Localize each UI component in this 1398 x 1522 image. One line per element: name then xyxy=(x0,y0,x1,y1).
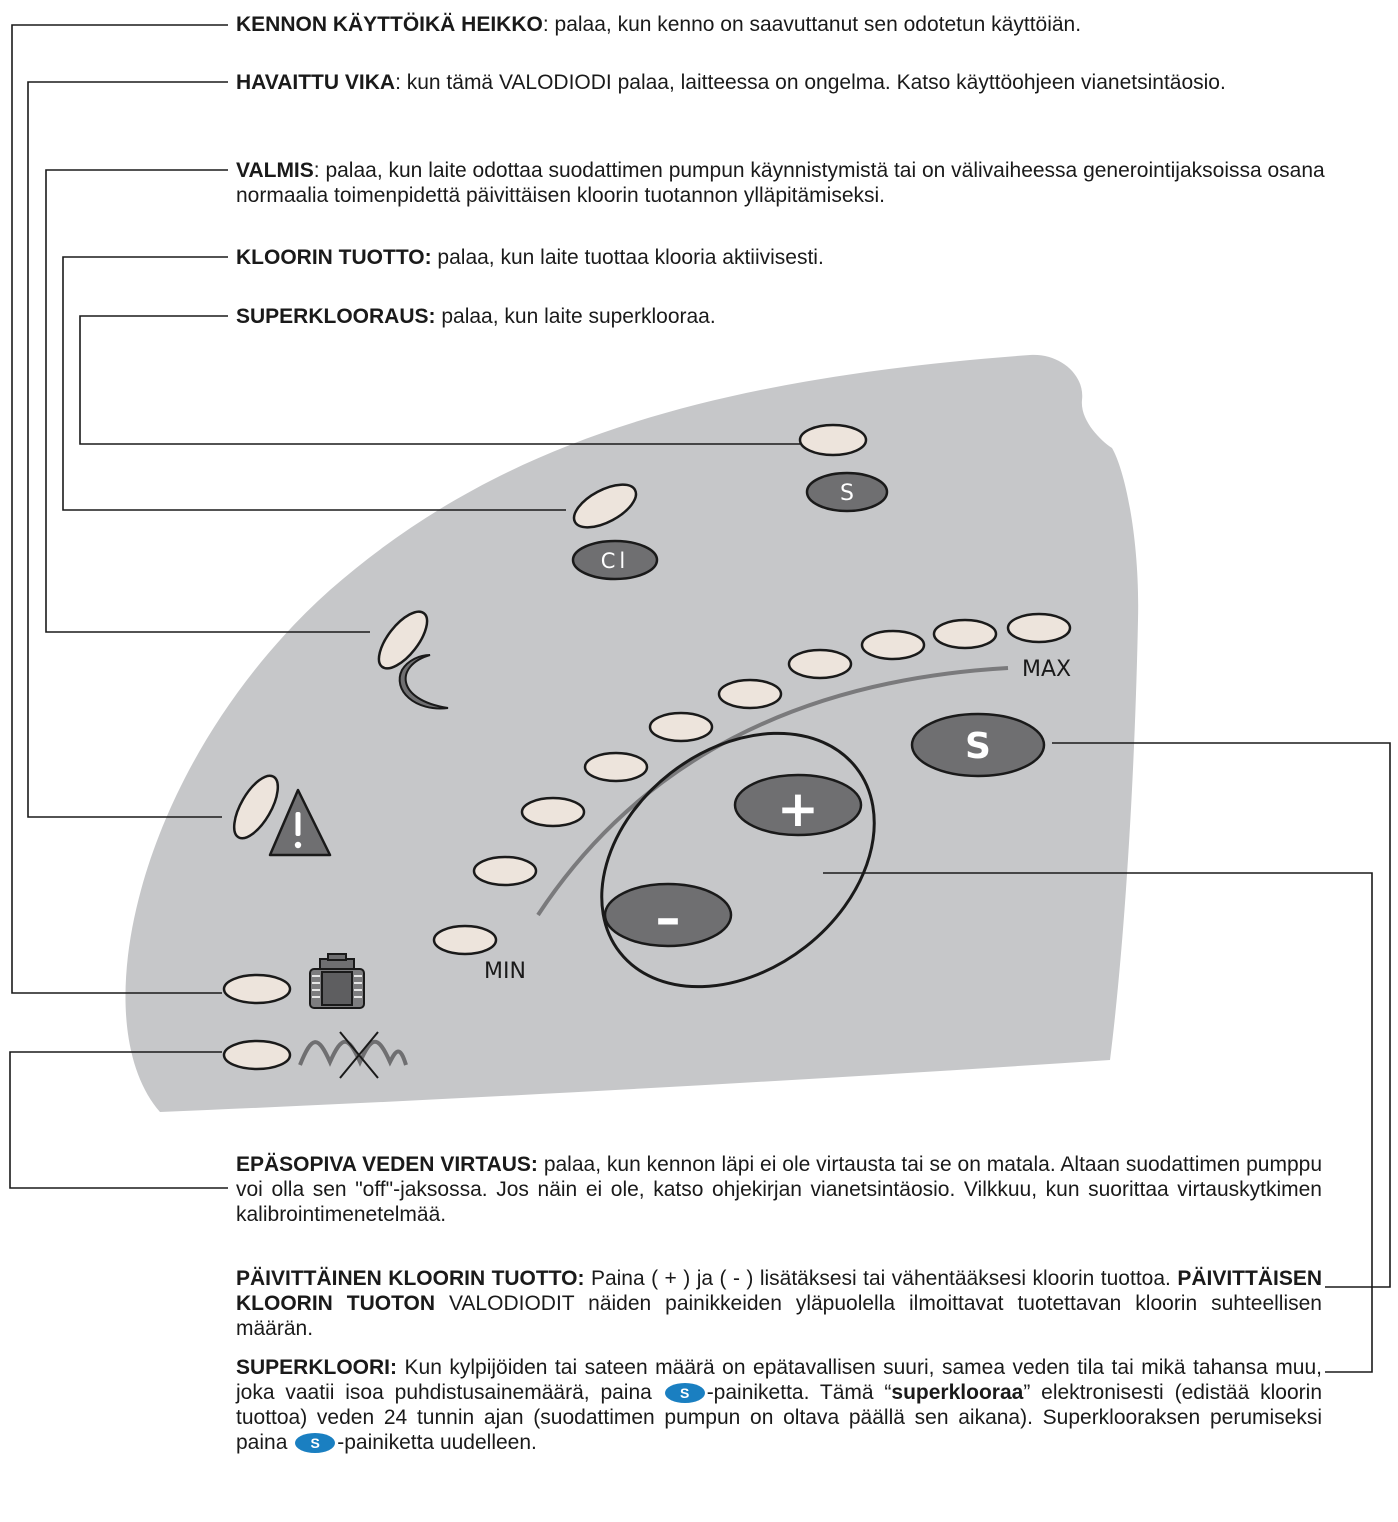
inline-s-button-icon: S xyxy=(664,1383,705,1404)
label-daily-text2: VALODIODIT näiden painikkeiden yläpuolel… xyxy=(236,1292,1322,1340)
plus-button[interactable] xyxy=(733,773,863,837)
label-flow-title: EPÄSOPIVA VEDEN VIRTAUS: xyxy=(236,1153,538,1176)
label-super-text2: -painiketta. Tämä “ xyxy=(706,1381,892,1404)
level-led xyxy=(472,855,538,887)
minus-button-label: – xyxy=(656,889,681,947)
level-led xyxy=(583,751,649,783)
label-super-text3: ” elektronisesti (edistää kloorin tuotto… xyxy=(236,1381,1322,1454)
control-panel xyxy=(125,354,1139,1113)
label-super-text4: -painiketta uudelleen. xyxy=(337,1431,537,1454)
warning-dot xyxy=(294,841,302,849)
level-led xyxy=(1006,612,1072,644)
standby-led xyxy=(377,610,429,670)
level-led xyxy=(432,924,498,956)
level-led xyxy=(717,678,783,710)
label-superchlorinating-text: palaa, kun laite superklooraa. xyxy=(435,305,716,328)
label-cell-life: KENNON KÄYTTÖIKÄ HEIKKO: palaa, kun kenn… xyxy=(236,12,1386,37)
chlorine-level-leds xyxy=(432,612,1072,956)
superchlorinate-button[interactable] xyxy=(910,712,1046,778)
superchlorinate-button-label: S xyxy=(965,726,991,767)
plus-button-label: + xyxy=(777,780,819,838)
level-arc xyxy=(536,666,1009,917)
label-super-text1: Kun kylpijöiden tai sateen määrä on epät… xyxy=(236,1356,1322,1404)
label-service: HAVAITTU VIKA: kun tämä VALODIODI palaa,… xyxy=(236,70,1366,95)
label-standby-title: VALMIS xyxy=(236,159,314,182)
label-standby-text: : palaa, kun laite odottaa suodattimen p… xyxy=(236,159,1325,207)
min-label: MIN xyxy=(484,959,526,984)
label-generating-text: palaa, kun laite tuottaa klooria aktiivi… xyxy=(431,246,824,269)
level-led xyxy=(648,711,714,743)
label-daily-output: PÄIVITTÄINEN KLOORIN TUOTTO: Paina ( + )… xyxy=(236,1266,1322,1341)
label-super-bold-word: superklooraa xyxy=(891,1381,1024,1404)
cross-mark xyxy=(339,1031,379,1079)
cell-icon xyxy=(309,953,365,1009)
label-cell-life-text: : palaa, kun kenno on saavuttanut sen od… xyxy=(542,13,1082,36)
label-generating: KLOORIN TUOTTO: palaa, kun laite tuottaa… xyxy=(236,245,1366,270)
chlorine-indicator xyxy=(571,539,659,581)
level-led xyxy=(787,648,853,680)
label-service-text: : kun tämä VALODIODI palaa, laitteessa o… xyxy=(395,71,1226,94)
moon-icon xyxy=(398,654,449,710)
label-superchlorinate: SUPERKLOORI: Kun kylpijöiden tai sateen … xyxy=(236,1355,1322,1455)
plus-minus-enclosure xyxy=(600,731,876,989)
cell-life-led xyxy=(222,973,292,1005)
label-super-title: SUPERKLOORI: xyxy=(236,1356,398,1379)
label-daily-text1: Paina ( + ) ja ( - ) lisätäksesi tai väh… xyxy=(584,1267,1178,1290)
max-label: MAX xyxy=(1022,657,1071,682)
label-service-title: HAVAITTU VIKA xyxy=(236,71,396,94)
leader-lines xyxy=(9,24,1391,1373)
superchlorinate-indicator xyxy=(805,471,889,513)
label-daily-title: PÄIVITTÄINEN KLOORIN TUOTTO: xyxy=(236,1267,585,1290)
inline-s-button-icon: S xyxy=(295,1433,336,1454)
label-standby: VALMIS: palaa, kun laite odottaa suodatt… xyxy=(236,158,1366,208)
warning-mark xyxy=(295,812,301,836)
superchlorinate-indicator-label: S xyxy=(840,481,854,506)
level-led xyxy=(520,796,586,828)
label-flow-text: palaa, kun kennon läpi ei ole virtausta … xyxy=(236,1153,1322,1226)
flow-led xyxy=(222,1039,292,1071)
chlorine-indicator-label: Cl xyxy=(601,549,630,573)
label-daily-title2: PÄIVITTÄISEN KLOORIN TUOTON xyxy=(236,1267,1322,1315)
level-led xyxy=(860,629,926,661)
label-generating-title: KLOORIN TUOTTO: xyxy=(236,246,432,269)
no-flow-icon xyxy=(298,1040,408,1067)
superchlorinate-led xyxy=(798,423,868,457)
minus-button[interactable] xyxy=(603,882,733,948)
service-led xyxy=(232,774,280,840)
label-flow: EPÄSOPIVA VEDEN VIRTAUS: palaa, kun kenn… xyxy=(236,1152,1322,1227)
label-superchlorinating: SUPERKLOORAUS: palaa, kun laite superklo… xyxy=(236,304,1366,329)
label-superchlorinating-title: SUPERKLOORAUS: xyxy=(236,305,436,328)
label-cell-life-title: KENNON KÄYTTÖIKÄ HEIKKO xyxy=(236,13,543,36)
level-led xyxy=(932,618,998,650)
chlorine-generating-led xyxy=(572,483,638,529)
